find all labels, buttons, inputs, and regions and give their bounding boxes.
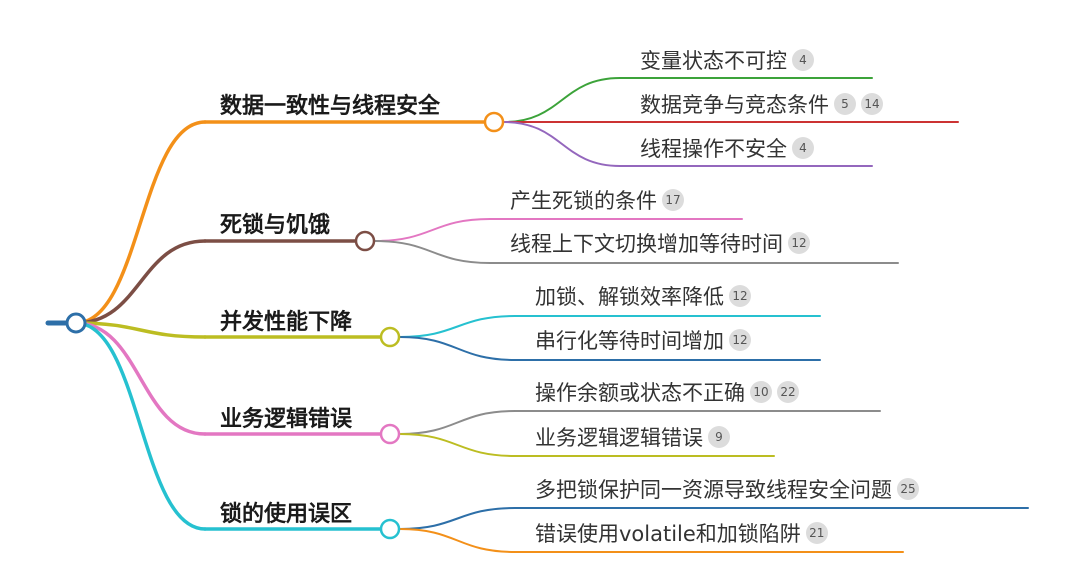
leaf-label: 数据竞争与竞态条件: [640, 93, 829, 117]
leaf-label: 加锁、解锁效率降低: [535, 285, 724, 309]
branch-title-3[interactable]: 业务逻辑错误: [220, 407, 353, 432]
note-count-badge[interactable]: 12: [788, 232, 810, 254]
note-count-badge[interactable]: 21: [805, 522, 828, 544]
note-count-badge[interactable]: 17: [662, 189, 684, 211]
branch-node-4: [379, 518, 401, 540]
branch-title-2[interactable]: 并发性能下降: [220, 310, 353, 335]
note-count-badge[interactable]: 22: [777, 381, 799, 403]
leaf-label: 操作余额或状态不正确: [535, 381, 745, 405]
leaf-connector-4: [374, 240, 491, 264]
branch-node-2: [379, 326, 401, 348]
branch-title-1[interactable]: 死锁与饥饿: [220, 213, 331, 238]
note-count-badge[interactable]: 9: [708, 426, 730, 448]
leaf-connector-6: [399, 336, 516, 361]
leaf-connector-7: [399, 410, 516, 435]
note-count-badge[interactable]: 12: [729, 329, 751, 351]
branch-node-1: [354, 230, 376, 252]
branch-node-3: [379, 423, 401, 445]
branch-title-0[interactable]: 数据一致性与线程安全: [220, 94, 441, 119]
branch-connector-3: [74, 321, 207, 436]
leaf-connector-2: [503, 121, 621, 167]
leaf-connector-0: [503, 77, 621, 123]
note-count-badge[interactable]: 4: [792, 49, 814, 71]
root-node: [65, 312, 87, 334]
leaf-label: 错误使用volatile和加锁陷阱: [535, 522, 801, 546]
leaf-connector-5: [399, 315, 516, 338]
leaf-connector-3: [374, 218, 491, 242]
branch-connector-0: [74, 120, 207, 325]
leaf-connector-10: [399, 528, 516, 553]
leaf-connector-8: [399, 433, 516, 457]
branch-title-4[interactable]: 锁的使用误区: [220, 502, 353, 527]
note-count-badge[interactable]: 12: [729, 285, 751, 307]
note-count-badge[interactable]: 4: [792, 137, 814, 159]
leaf-label: 线程操作不安全: [640, 137, 787, 161]
note-count-badge[interactable]: 10: [750, 381, 772, 403]
leaf-label: 变量状态不可控: [640, 49, 787, 73]
leaf-label: 串行化等待时间增加: [535, 329, 724, 353]
branch-connector-4: [74, 321, 207, 531]
leaf-label: 多把锁保护同一资源导致线程安全问题: [535, 478, 892, 502]
leaf-connector-9: [399, 507, 516, 530]
branch-connector-2: [74, 321, 207, 339]
note-count-badge[interactable]: 25: [897, 478, 919, 500]
leaf-label: 线程上下文切换增加等待时间: [510, 232, 783, 256]
note-count-badge[interactable]: 5: [834, 93, 856, 115]
branch-connector-1: [74, 239, 207, 325]
branch-node-0: [483, 111, 505, 133]
leaf-label: 业务逻辑逻辑错误: [535, 426, 703, 450]
note-count-badge[interactable]: 14: [861, 93, 883, 115]
leaf-label: 产生死锁的条件: [510, 189, 657, 213]
